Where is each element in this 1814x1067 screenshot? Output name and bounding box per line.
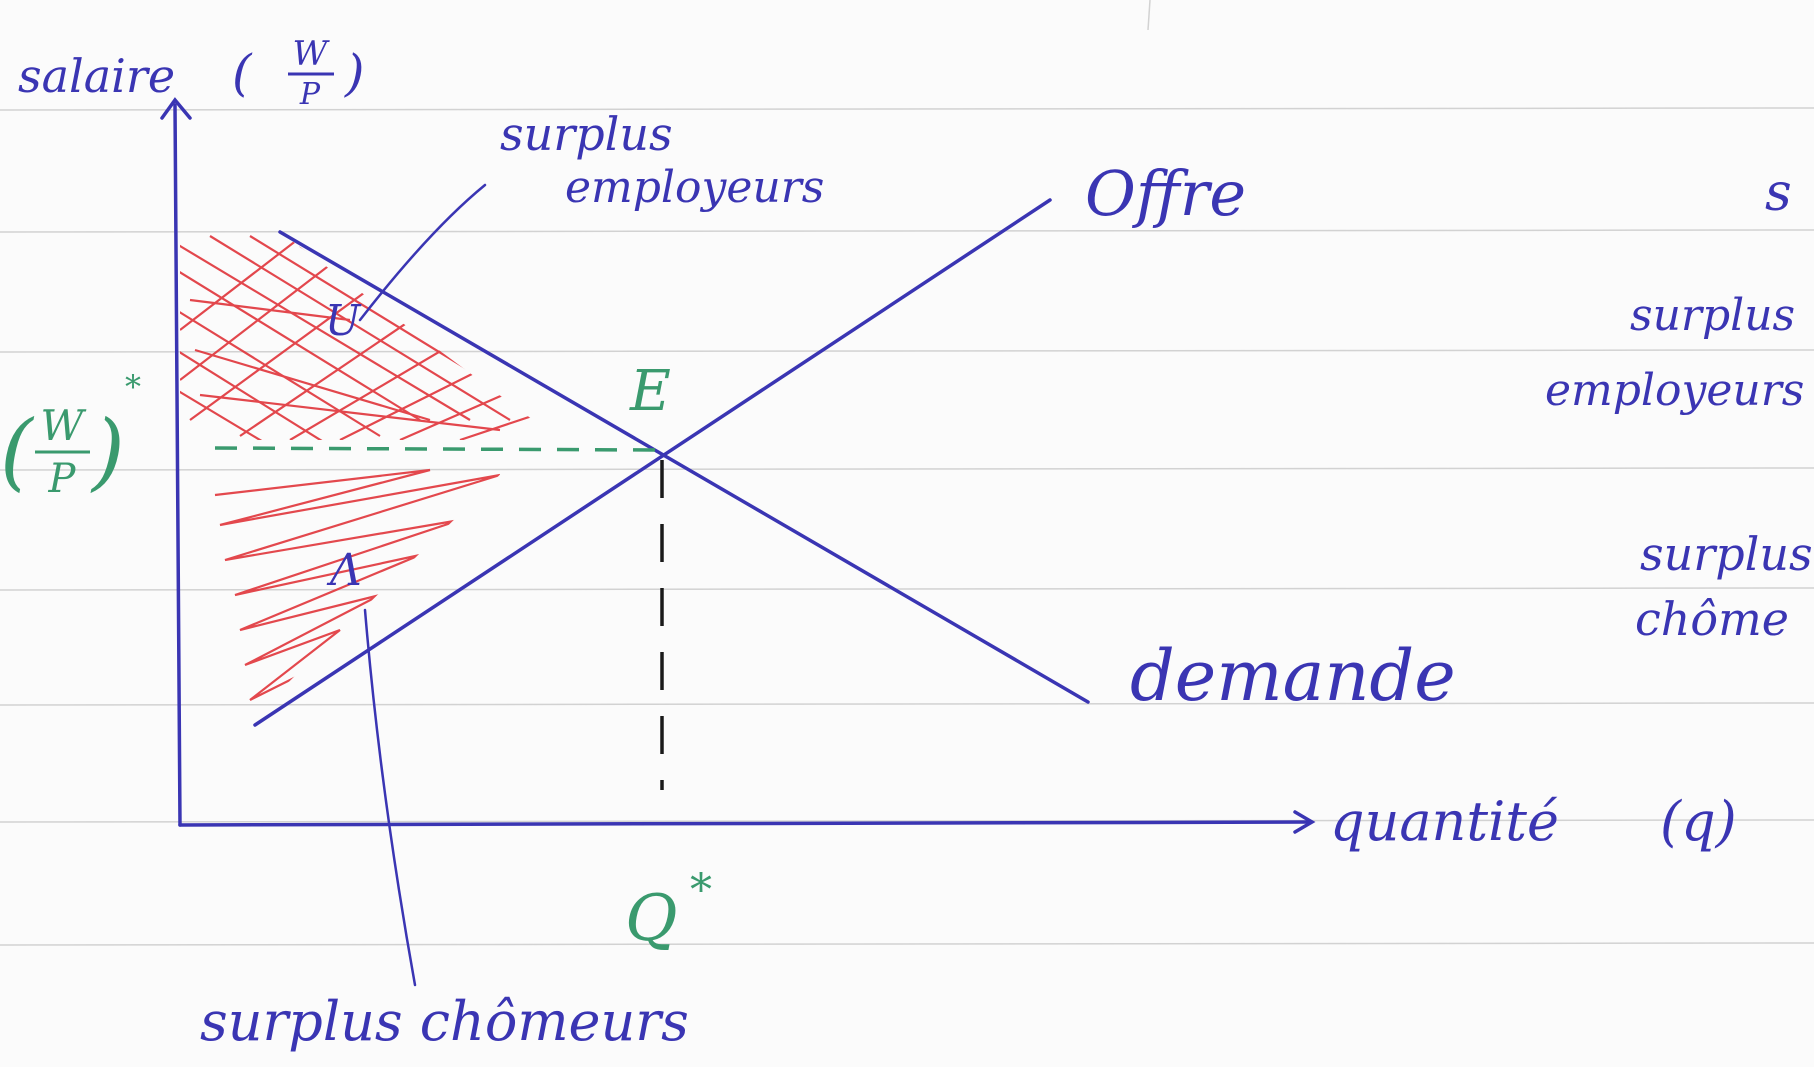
workers-surplus-symbol: Λ (326, 545, 362, 596)
employers-surplus-symbol: U (325, 296, 362, 345)
y-unit-denominator: P (299, 77, 321, 112)
axes (160, 97, 1316, 834)
demand-curve (278, 230, 1090, 704)
eq-wage-paren-close: ) (90, 402, 125, 500)
x-axis-unit: (q) (1660, 790, 1737, 853)
x-axis-arrow-icon (1293, 810, 1316, 834)
demand-curve-label: demande (1130, 635, 1456, 717)
equilibrium-guides (214, 446, 664, 790)
employer-surplus-hatch (180, 232, 560, 440)
y-axis-label: salaire (18, 49, 175, 103)
ruled-lines (0, 0, 1814, 946)
supply-curve-label: Offre (1085, 157, 1246, 230)
eq-wage-star: * (125, 368, 141, 406)
employers-surplus-label-line1: surplus (500, 107, 673, 161)
employers-surplus-label-line2: employeurs (565, 162, 824, 213)
margin-note-employers-line1: surplus (1630, 290, 1795, 341)
equilibrium-point-label: E (629, 359, 671, 424)
eq-quantity-star: * (690, 865, 712, 916)
eq-wage-numerator: W (40, 401, 87, 450)
y-unit-numerator: W (293, 34, 331, 74)
eq-wage-denominator: P (48, 456, 77, 502)
x-axis-line (178, 820, 1312, 827)
y-axis-line (173, 103, 182, 827)
workers-surplus-label: surplus chômeurs (200, 990, 689, 1053)
margin-note-workers-line2: chôme (1635, 592, 1789, 646)
x-axis-label: quantité (1330, 790, 1559, 853)
y-axis-paren-open: ( (232, 44, 253, 102)
workers-surplus-pointer (363, 608, 417, 987)
equilibrium-wage-dashed-line (214, 446, 656, 452)
eq-quantity-label: Q (625, 882, 677, 956)
margin-note-employers-line2: employeurs (1545, 365, 1804, 416)
y-axis-paren-close: ) (344, 44, 365, 102)
y-axis-arrow-icon (160, 97, 192, 120)
eq-wage-paren-open: ( (0, 402, 35, 500)
margin-note-top: s (1765, 163, 1792, 223)
supply-curve (253, 198, 1052, 727)
worker-surplus-hatch (214, 468, 501, 701)
margin-note-workers-line1: surplus (1640, 527, 1813, 581)
employers-surplus-pointer (358, 183, 487, 322)
